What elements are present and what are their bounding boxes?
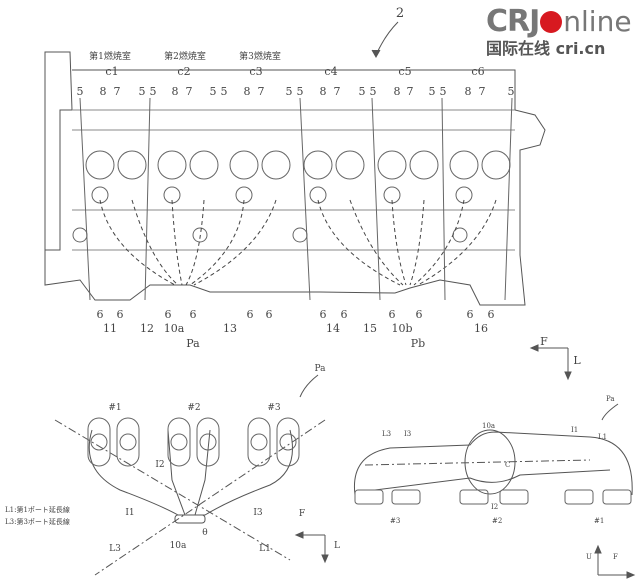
- chamber-label: 第3燃焼室: [239, 52, 281, 62]
- cylinder-label: c3: [249, 65, 263, 78]
- ref-label: 6: [116, 308, 124, 321]
- ref-label: 13: [223, 322, 237, 335]
- point-label: Pa: [186, 337, 200, 350]
- logo-red-circle: [540, 11, 563, 33]
- angle-label: θ: [202, 528, 208, 538]
- port-label: #1: [594, 517, 605, 525]
- left-manifold: [54, 374, 326, 576]
- ref-label: 5: [220, 85, 228, 98]
- figure-number: 2: [395, 6, 405, 21]
- ref-label: 7: [333, 85, 341, 98]
- ref-label: 5: [439, 85, 447, 98]
- ref-label: 5: [149, 85, 157, 98]
- ref-label: 10a: [163, 322, 185, 335]
- ref-label: 7: [478, 85, 486, 98]
- cylinder-label: c1: [105, 65, 119, 78]
- ref-label: 6: [388, 308, 396, 321]
- ref-label: 8: [319, 85, 327, 98]
- port-label: #3: [267, 403, 281, 413]
- ref-label: 6: [96, 308, 104, 321]
- chamber-label: 第1燃焼室: [89, 52, 131, 62]
- ref-label: 5: [138, 85, 146, 98]
- outlet-label: 10a: [169, 541, 187, 551]
- pointer-label: Pa: [314, 364, 326, 374]
- right-manifold: [353, 403, 633, 505]
- legend-item: L1:第1ポート延長線: [5, 506, 70, 514]
- pipe-label: I3: [404, 430, 412, 438]
- pointer-label: Pa: [606, 395, 615, 403]
- line-label: L3: [382, 430, 392, 438]
- ref-label: 15: [363, 322, 377, 335]
- ref-label: 14: [326, 322, 340, 335]
- direction-arrows: [535, 347, 569, 375]
- ref-label: 7: [113, 85, 121, 98]
- direction-label: L: [334, 541, 340, 551]
- cylinder-label: c2: [177, 65, 191, 78]
- leader-lines: [79, 97, 513, 301]
- ref-label: 6: [487, 308, 495, 321]
- direction-label: L: [573, 354, 581, 367]
- ref-label: 7: [406, 85, 414, 98]
- logo-brand-left: CRJ: [486, 4, 540, 39]
- center-label: C: [505, 461, 511, 469]
- ref-label: 7: [257, 85, 265, 98]
- cri-online-logo: CRJ nline 国际在线 cri.cn: [486, 4, 638, 59]
- direction-label: F: [298, 509, 306, 519]
- ref-label: 11: [103, 322, 117, 335]
- pipe-label: I1: [125, 508, 135, 518]
- ref-label: 12: [140, 322, 154, 335]
- cylinder-head-outline: [44, 51, 546, 306]
- ref-label: 8: [99, 85, 107, 98]
- point-label: Pb: [410, 337, 426, 350]
- ref-label: 5: [428, 85, 436, 98]
- line-label: L1: [598, 433, 608, 441]
- pipe-label: I3: [253, 508, 263, 518]
- ref-label: 6: [340, 308, 348, 321]
- direction-label: U: [586, 553, 592, 561]
- ref-label: 6: [265, 308, 273, 321]
- ref-label: 5: [358, 85, 366, 98]
- port-label: #3: [390, 517, 401, 525]
- pipe-label: I2: [491, 503, 499, 511]
- ref-label: 8: [243, 85, 251, 98]
- ref-label: 6: [246, 308, 254, 321]
- cylinder-label: c6: [471, 65, 485, 78]
- ref-label: 6: [319, 308, 327, 321]
- ref-label: 8: [393, 85, 401, 98]
- ref-label: 5: [369, 85, 377, 98]
- direction-label: F: [540, 335, 548, 348]
- outlet-label: 10a: [482, 422, 496, 430]
- pipe-label: I2: [155, 460, 165, 470]
- ref-label: 6: [164, 308, 172, 321]
- ref-label: 8: [464, 85, 472, 98]
- ref-label: 8: [171, 85, 179, 98]
- direction-label: F: [613, 553, 618, 561]
- exhaust-paths: [99, 199, 497, 286]
- line-label: L3: [109, 544, 121, 554]
- ref-label: 5: [507, 85, 515, 98]
- pipe-label: I1: [571, 426, 579, 434]
- ref-label: 10b: [391, 322, 413, 335]
- ref-label: 6: [466, 308, 474, 321]
- line-label: L1: [259, 544, 271, 554]
- ref-label: 5: [209, 85, 217, 98]
- ref-label: 6: [189, 308, 197, 321]
- ref-label: 5: [76, 85, 84, 98]
- logo-subtitle: 国际在线 cri.cn: [486, 39, 606, 58]
- port-label: #1: [108, 403, 122, 413]
- ref-label: 7: [185, 85, 193, 98]
- chamber-label: 第2燃焼室: [164, 52, 206, 62]
- ref-label: 6: [415, 308, 423, 321]
- cylinder-label: c4: [324, 65, 338, 78]
- ref-label: 5: [296, 85, 304, 98]
- valve-ports: [72, 150, 511, 243]
- port-label: #2: [492, 517, 503, 525]
- cylinder-label: c5: [398, 65, 412, 78]
- logo-brand-right: nline: [563, 5, 632, 38]
- ref-label: 5: [285, 85, 293, 98]
- legend-item: L3:第3ポート延長線: [5, 518, 70, 526]
- port-label: #2: [187, 403, 201, 413]
- ref-label: 16: [474, 322, 488, 335]
